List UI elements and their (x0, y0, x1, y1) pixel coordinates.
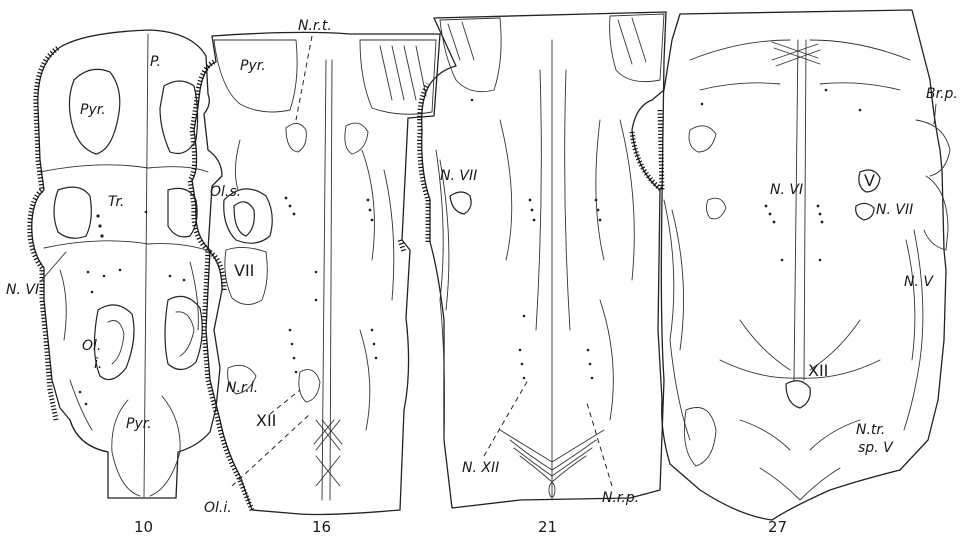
section-16-fiber-lines (235, 140, 393, 430)
section-21-pyramid-right (610, 14, 664, 82)
section-10-label-p: P. (150, 54, 161, 70)
section-16-xii-region (299, 370, 320, 402)
section-27-label-xii: XII (808, 361, 828, 380)
section-27-midline-a (794, 40, 798, 380)
section-16-blob-a (286, 123, 306, 152)
section-10-label-pyr-bottom: Pyr. (126, 416, 152, 432)
section-10-tr-left (54, 187, 91, 238)
section-16-midline-b (330, 60, 332, 500)
section-27-label-n-vi: N. VI (770, 182, 803, 198)
section-16-blob-b (345, 123, 368, 154)
section-16-label-ol-i: Ol.i. (204, 500, 232, 516)
section-27-label-n-tr: N.tr. (856, 422, 885, 438)
section-21-pyramid-hatch (448, 18, 646, 64)
section-27-lateral-fibers-right (904, 230, 923, 430)
section-27-label-br-p: Br.p. (926, 86, 958, 102)
section-21-n-xii-leader (484, 380, 528, 456)
section-16-label-ol-s: Ol.s. (210, 184, 241, 200)
section-21-label-n-xii: N. XII (462, 460, 499, 476)
section-10-number: 10 (134, 518, 153, 536)
section-27-crossing (772, 42, 820, 66)
section-21-n-vii-blob (450, 192, 471, 214)
section-27-br-p-bulge (916, 120, 950, 176)
section-16-label-n-r-l: N.r.l. (226, 380, 258, 396)
section-21-outline (422, 12, 666, 508)
section-10-label-ol-i2: i. (94, 356, 102, 372)
section-21-pyramid-left (440, 18, 501, 92)
section-21-hatched-edge (420, 84, 428, 242)
section-21-dots (471, 99, 602, 380)
section-16: N.r.t. Pyr. Ol.s. VII N.r.l. XII Ol.i. 1… (190, 18, 440, 536)
section-16-number: 16 (312, 518, 331, 536)
section-27-lateral-fibers-left (664, 200, 690, 440)
section-10-tr-right (168, 188, 197, 237)
section-27-hatched-edge (632, 110, 662, 190)
section-27-label-v: V (864, 171, 875, 190)
section-16-label-pyr: Pyr. (240, 58, 266, 74)
section-10: P. Pyr. Tr. N. VI Ol. i. Pyr. 10 (6, 30, 224, 536)
section-16-pyramid-left (214, 40, 297, 112)
section-27-dorsal-lines (690, 40, 910, 90)
section-27-label-sp-v: sp. V (858, 440, 894, 456)
section-27-label-n-vii: N. VII (876, 202, 913, 218)
section-27: Br.p. N. VI V N. VII N. V XII N.tr. sp. … (632, 10, 958, 536)
section-16-crosshatch (314, 420, 342, 486)
section-27-outline (632, 10, 946, 520)
section-10-hatched-edge (30, 48, 58, 420)
section-27-dots (701, 89, 862, 262)
section-16-label-vii: VII (234, 261, 254, 280)
section-16-hatched-edge (190, 62, 252, 510)
section-21-number: 21 (538, 518, 557, 536)
section-21-label-n-r-p: N.r.p. (602, 490, 639, 506)
section-21: N. VII N. XII N.r.p. 21 (420, 12, 666, 536)
section-21-label-n-vii: N. VII (440, 168, 477, 184)
section-27-left-blobs (689, 126, 726, 219)
section-10-pons-lower (44, 241, 206, 250)
section-10-olive-right (165, 296, 202, 369)
section-16-pyramid-right (360, 40, 436, 114)
section-27-n-vii-blob (856, 203, 874, 220)
section-10-pons-boundary (40, 165, 208, 172)
section-10-label-ol-i: Ol. (82, 338, 101, 354)
section-16-label-xii: XII (256, 411, 276, 430)
section-27-label-n-v: N. V (904, 274, 934, 290)
section-16-n-r-t-leader (296, 36, 312, 120)
section-27-bottom-fibers (760, 468, 840, 500)
section-10-pyr-lower-left (112, 400, 140, 496)
section-16-pyramid-hatch (380, 46, 426, 100)
section-27-central-canal (786, 381, 810, 408)
section-27-number: 27 (768, 518, 787, 536)
section-10-pyr-lower-right (150, 396, 180, 496)
section-27-midline-b (804, 40, 806, 380)
section-21-fiber-right (600, 120, 634, 420)
section-21-n-r-p-leader (586, 400, 612, 486)
section-10-label-n-vi: N. VI (6, 282, 39, 298)
section-16-label-n-r-t: N.r.t. (298, 18, 332, 34)
section-21-fiber-left (436, 150, 449, 440)
section-10-label-tr: Tr. (108, 194, 124, 210)
section-10-label-pyr-top: Pyr. (80, 102, 106, 118)
section-27-n-v-tract (924, 176, 948, 250)
